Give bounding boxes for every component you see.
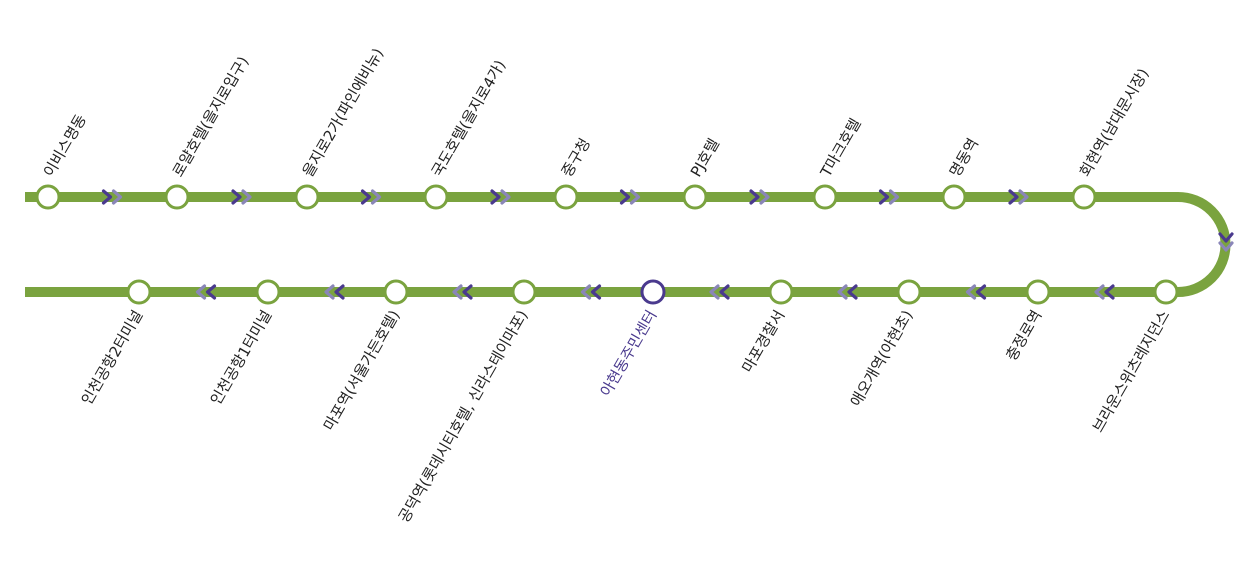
stop-label: 마포경찰서 <box>738 307 788 376</box>
stop-outbound-3[interactable]: 국도호텔(을지로4가) <box>423 57 509 210</box>
route-line <box>25 192 1231 297</box>
direction-arrow-icon <box>1218 232 1234 252</box>
stop-marker[interactable] <box>1071 184 1097 210</box>
stop-inbound-4[interactable]: 아현동주민센터 <box>597 279 666 400</box>
current-stop-marker[interactable] <box>640 279 666 305</box>
direction-arrow-icon <box>1094 284 1115 300</box>
stop-inbound-2[interactable]: 애오개역(아현초) <box>847 279 922 410</box>
stop-marker[interactable] <box>126 279 152 305</box>
stop-marker[interactable] <box>255 279 281 305</box>
stop-label: 로얄호텔(을지로입구) <box>169 53 253 180</box>
stop-label: 인천공항1터미널 <box>207 307 276 408</box>
stop-marker[interactable] <box>768 279 794 305</box>
stop-label: 중구청 <box>558 135 594 180</box>
stop-outbound-2[interactable]: 을지로2가(파인에비뉴) <box>294 45 387 210</box>
direction-arrow-icon <box>360 189 382 205</box>
stop-marker[interactable] <box>164 184 190 210</box>
stop-label: 을지로2가(파인에비뉴) <box>299 45 387 180</box>
stop-label: 충정로역 <box>1002 307 1045 364</box>
direction-arrow-icon <box>878 189 900 205</box>
stop-label: 애오개역(아현초) <box>847 307 917 410</box>
stop-marker[interactable] <box>812 184 838 210</box>
stop-label: PJ호텔 <box>687 135 723 180</box>
stop-inbound-6[interactable]: 마포역(서울가든호텔) <box>320 279 409 434</box>
stop-label: 회현역(남대문시장) <box>1076 65 1153 180</box>
direction-arrow-icon <box>231 189 252 205</box>
stop-marker[interactable] <box>553 184 579 210</box>
direction-arrow-icon <box>619 189 641 205</box>
stop-inbound-7[interactable]: 인천공항1터미널 <box>207 279 281 408</box>
stop-label: 브라운스위츠레지던스 <box>1089 307 1174 436</box>
stop-marker[interactable] <box>896 279 922 305</box>
stop-inbound-0[interactable]: 브라운스위츠레지던스 <box>1089 279 1179 436</box>
stop-label: 아현동주민센터 <box>597 307 661 400</box>
stop-marker[interactable] <box>383 279 409 305</box>
stop-marker[interactable] <box>511 279 537 305</box>
stop-marker[interactable] <box>423 184 449 210</box>
stop-label: 국도호텔(을지로4가) <box>428 57 509 180</box>
direction-arrow-icon <box>749 189 770 205</box>
stop-inbound-5[interactable]: 공덕역(롯데시티호텔, 신라스테이마포) <box>395 279 537 526</box>
stop-label: 이비스명동 <box>40 111 90 180</box>
stop-marker[interactable] <box>1153 279 1179 305</box>
stop-label: 명동역 <box>946 135 982 180</box>
stop-label: 인천공항2터미널 <box>78 307 147 408</box>
stop-marker[interactable] <box>294 184 320 210</box>
direction-arrow-icon <box>1008 189 1029 205</box>
direction-arrow-icon <box>709 284 730 300</box>
direction-arrow-icon <box>837 284 858 300</box>
stop-marker[interactable] <box>35 184 61 210</box>
stop-outbound-1[interactable]: 로얄호텔(을지로입구) <box>164 53 253 210</box>
direction-arrow-icon <box>580 284 602 300</box>
stop-label: 공덕역(롯데시티호텔, 신라스테이마포) <box>395 307 532 526</box>
stop-label: 마포역(서울가든호텔) <box>320 307 404 434</box>
stop-marker[interactable] <box>682 184 708 210</box>
direction-arrow-icon <box>195 284 217 300</box>
direction-arrow-icon <box>452 284 473 300</box>
stop-marker[interactable] <box>941 184 967 210</box>
stop-outbound-8[interactable]: 회현역(남대문시장) <box>1071 65 1153 210</box>
direction-arrow-icon <box>490 189 511 205</box>
stop-inbound-8[interactable]: 인천공항2터미널 <box>78 279 152 408</box>
stop-marker[interactable] <box>1025 279 1051 305</box>
direction-arrow-icon <box>324 284 345 300</box>
stop-label: T마크호텔 <box>816 115 864 181</box>
direction-arrow-icon <box>101 189 123 205</box>
direction-arrow-icon <box>965 284 987 300</box>
